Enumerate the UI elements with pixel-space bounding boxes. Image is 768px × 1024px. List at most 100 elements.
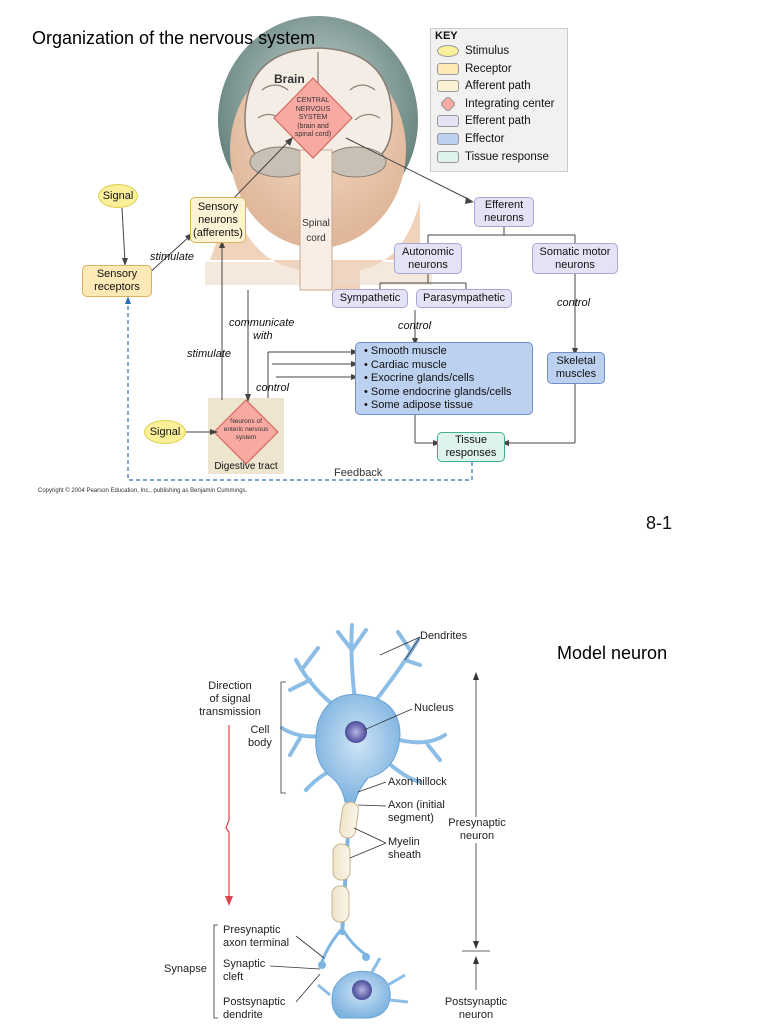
- control-label-2: control: [557, 297, 591, 309]
- key-label: Efferent path: [465, 115, 531, 128]
- psn-line: neuron: [458, 1009, 494, 1021]
- key-item: Integrating center: [437, 95, 555, 113]
- sm-line: Somatic motor: [539, 245, 611, 258]
- key-item: Tissue response: [437, 150, 549, 163]
- enteric-line: system: [235, 434, 257, 441]
- enteric-line: enteric nervous: [223, 426, 269, 433]
- spinal-cord-label: Spinal cord: [298, 216, 334, 246]
- key-label: Effector: [465, 133, 505, 145]
- key-item: Afferent path: [437, 80, 531, 93]
- nucleus-label: Nucleus: [414, 702, 454, 714]
- postsynaptic-dendrite-label: Postsynaptic dendrite: [223, 996, 285, 1022]
- ef-line: neurons: [484, 212, 524, 224]
- cb-line: body: [248, 737, 272, 749]
- psn-line: Postsynaptic: [444, 996, 508, 1008]
- cell-body-label: Cell body: [248, 724, 272, 750]
- pd-line: Postsynaptic: [223, 996, 286, 1008]
- sr-line: Sensory: [96, 268, 138, 280]
- key-heading: KEY: [435, 30, 458, 42]
- sympathetic-box: Sympathetic: [332, 289, 408, 308]
- signal-top: Signal: [98, 184, 138, 208]
- comm-line: with: [253, 330, 273, 342]
- key-swatch: [437, 133, 459, 145]
- pn-line: neuron: [459, 830, 495, 842]
- cns-label: CENTRAL NERVOUS SYSTEM (brain and spinal…: [283, 97, 343, 140]
- key-swatch: [437, 62, 459, 75]
- direction-label: Direction of signal transmission: [190, 680, 270, 719]
- parasympathetic-box: Parasympathetic: [416, 289, 512, 308]
- ef-line: Efferent: [484, 199, 524, 211]
- effector-item: • Cardiac muscle: [364, 358, 447, 371]
- spinal-line: cord: [306, 233, 326, 244]
- pn-line: Presynaptic: [448, 817, 506, 829]
- enteric-line: Neurons of: [230, 418, 262, 425]
- key-label: Stimulus: [465, 45, 510, 57]
- effector-item: • Some adipose tissue: [364, 399, 474, 411]
- sn-line: Sensory: [197, 200, 239, 213]
- sc-line: cleft: [223, 971, 244, 983]
- presynaptic-terminal-label: Presynaptic axon terminal: [223, 924, 289, 950]
- sc-line: Synaptic: [223, 958, 266, 970]
- ai-line: segment): [388, 812, 434, 824]
- spinal-line: Spinal: [302, 218, 330, 229]
- copyright: Copyright © 2004 Pearson Education, Inc.…: [38, 488, 248, 494]
- postsynaptic-neuron-label: Postsynaptic neuron: [442, 996, 510, 1022]
- sr-line: receptors: [94, 281, 140, 293]
- cb-line: Cell: [250, 724, 270, 736]
- key-label: Afferent path: [465, 80, 531, 93]
- brain-label: Brain: [274, 72, 305, 86]
- axon-initial-label: Axon (initial segment): [388, 799, 445, 825]
- slide2-title: Model neuron: [557, 643, 668, 663]
- key-swatch: [437, 45, 459, 57]
- slide-number: 8-1: [646, 513, 673, 533]
- axon-hillock-label: Axon hillock: [388, 776, 447, 788]
- pd-line: dendrite: [223, 1009, 263, 1021]
- head-illustration: [121, 16, 578, 481]
- pt-line: Presynaptic: [223, 924, 281, 936]
- synaptic-cleft-label: Synaptic cleft: [223, 958, 265, 984]
- key-label: Integrating center: [465, 97, 555, 110]
- dir-line: of signal: [209, 693, 251, 705]
- key-label: Tissue response: [465, 150, 549, 163]
- tr-line: responses: [445, 447, 497, 459]
- key-item: Effector: [437, 133, 504, 145]
- comm-line: communicate: [229, 317, 295, 329]
- cns-line: (brain and: [297, 122, 329, 130]
- slide1-title: Organization of the nervous system: [32, 28, 316, 48]
- key-item: Receptor: [437, 62, 512, 75]
- key-item: Stimulus: [437, 45, 509, 57]
- effector-item: • Exocrine glands/cells: [364, 372, 475, 384]
- my-line: sheath: [388, 849, 422, 861]
- sk-line: muscles: [555, 368, 597, 380]
- cns-line: SYSTEM: [298, 114, 328, 121]
- sn-line: neurons: [198, 213, 238, 226]
- control-label-3: control: [256, 382, 290, 394]
- sn-line: (afferents): [193, 226, 243, 239]
- signal-bottom: Signal: [144, 420, 186, 444]
- tr-line: Tissue: [454, 434, 487, 446]
- dir-line: transmission: [199, 706, 261, 718]
- key-swatch: [437, 115, 459, 128]
- synapse-label: Synapse: [164, 963, 207, 975]
- feedback-label: Feedback: [334, 467, 383, 479]
- communicate-label: communicate with: [229, 317, 294, 343]
- myelin-label: Myelin sheath: [388, 836, 421, 862]
- presynaptic-neuron-label: Presynaptic neuron: [444, 817, 510, 843]
- key-swatch: [437, 150, 459, 163]
- key-label: Receptor: [465, 62, 512, 75]
- dendrites-label: Dendrites: [420, 630, 468, 642]
- stimulate-label-2: stimulate: [187, 348, 232, 360]
- ai-line: Axon (initial: [388, 799, 445, 811]
- enteric-label: Neurons of enteric nervous system: [220, 418, 272, 442]
- dir-line: Direction: [208, 680, 252, 692]
- effector-item: • Smooth muscle: [364, 345, 447, 357]
- effectors-box: • Smooth muscle • Cardiac muscle • Exocr…: [355, 342, 533, 415]
